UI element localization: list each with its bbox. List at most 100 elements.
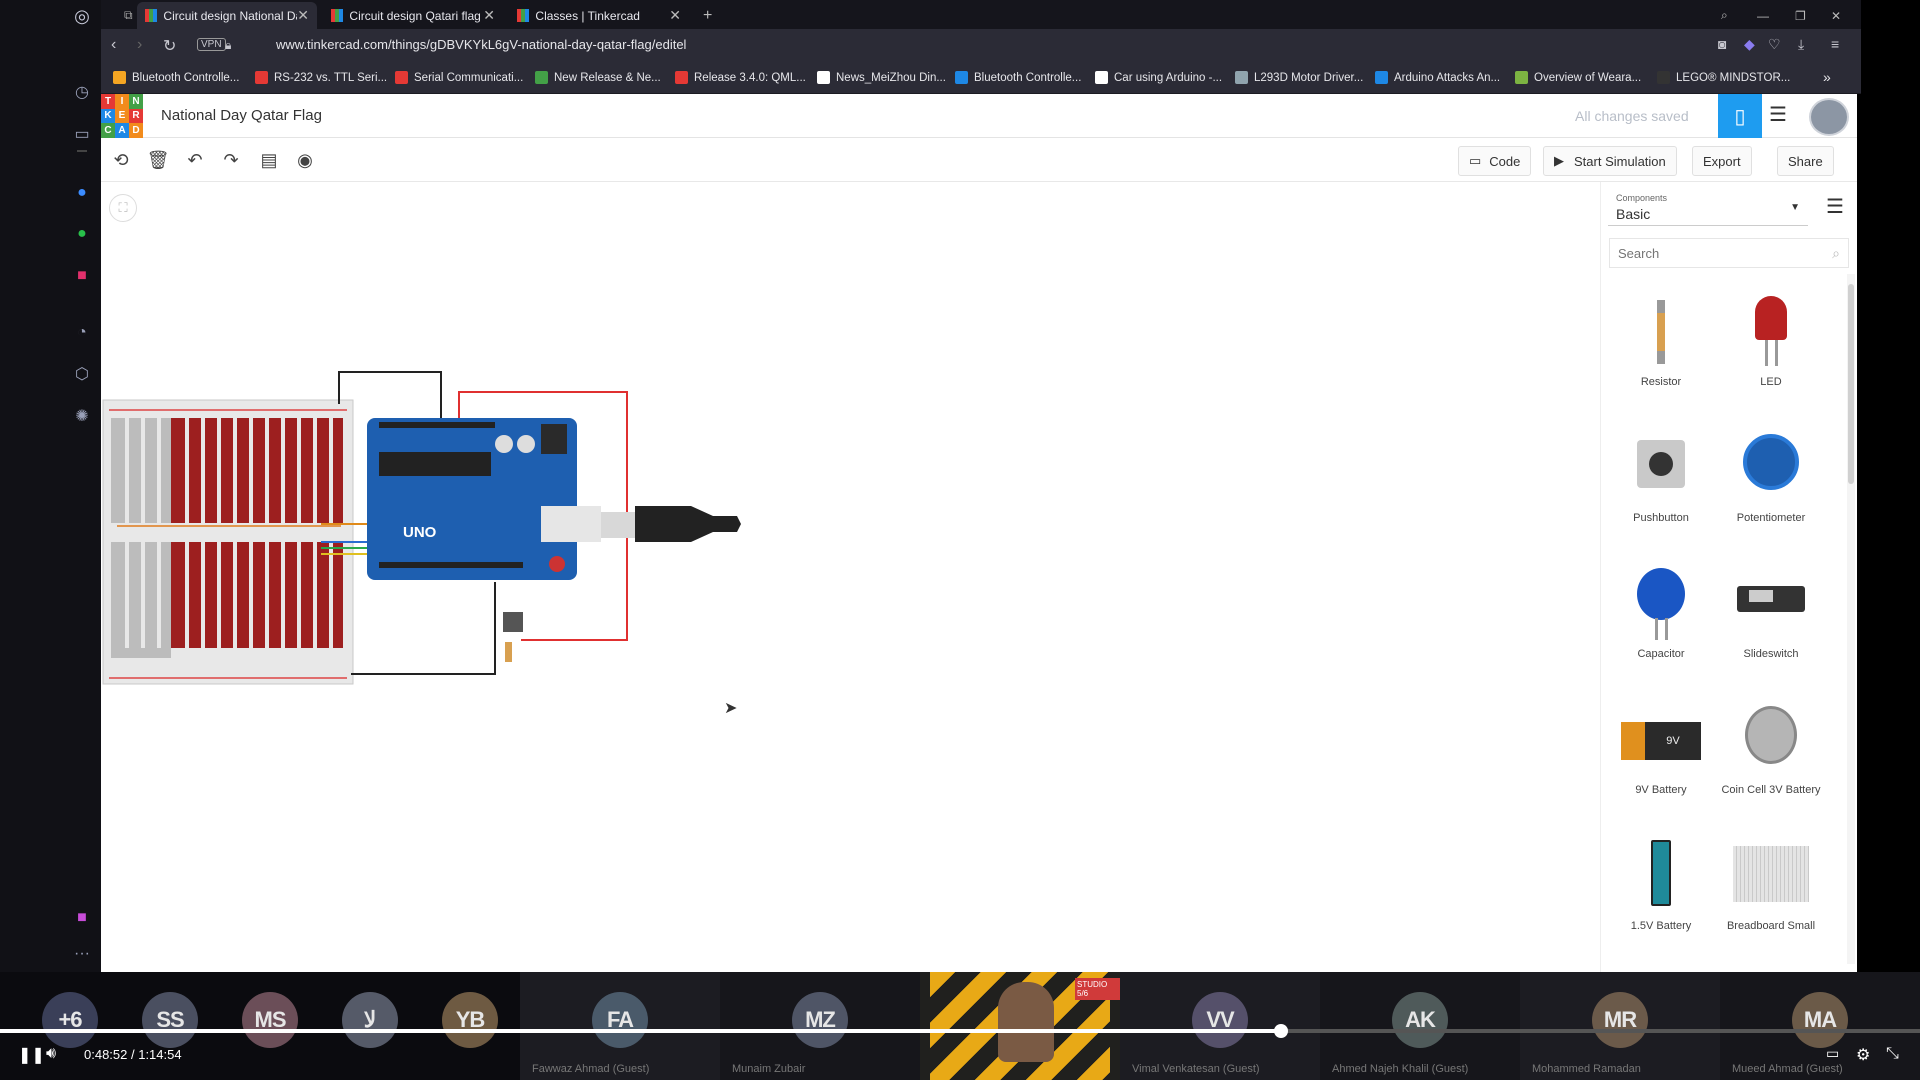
bookmark-item[interactable]: Bluetooth Controlle... — [955, 71, 1081, 84]
bookmark-item[interactable]: RS-232 vs. TTL Seri... — [255, 71, 387, 84]
tab-2[interactable]: Circuit design Qatari flag s ✕ — [323, 2, 503, 29]
participant-avatar: MA — [1792, 992, 1848, 1048]
close-icon[interactable]: ✕ — [483, 7, 495, 23]
bookmark-item[interactable]: LEGO® MINDSTOR... — [1657, 71, 1790, 84]
instagram-icon[interactable]: ■ — [77, 267, 87, 284]
close-icon[interactable]: ✕ — [669, 7, 681, 23]
user-avatar[interactable] — [1809, 98, 1849, 136]
tab-1[interactable]: Circuit design National Day ✕ — [137, 2, 317, 29]
participant-avatar: MR — [1592, 992, 1648, 1048]
component-pushbutton[interactable]: Pushbutton — [1606, 428, 1716, 525]
bookmark-favicon-icon — [1657, 71, 1670, 84]
start-simulation-button[interactable]: ▶Start Simulation — [1543, 146, 1677, 176]
bookmarks-overflow-icon[interactable]: » — [1823, 69, 1831, 85]
redo-icon[interactable]: ↷ — [223, 149, 239, 170]
video-progress-bar[interactable] — [0, 1024, 1920, 1038]
camera-icon[interactable]: ◙ — [1718, 36, 1727, 52]
url-field[interactable]: www.tinkercad.com/things/gDBVKYkL6gV-nat… — [276, 37, 687, 52]
restore-icon[interactable]: ❐ — [1795, 8, 1806, 23]
code-button[interactable]: ▭Code — [1458, 146, 1532, 176]
menu-icon[interactable]: ≡ — [1831, 36, 1840, 52]
settings-icon[interactable]: ✺ — [75, 408, 89, 425]
progress-handle[interactable] — [1273, 1024, 1288, 1038]
shield-icon[interactable]: ◆ — [1744, 36, 1755, 52]
red-wire — [458, 391, 628, 641]
workspaces-icon[interactable]: ⧉ — [124, 8, 133, 22]
share-button[interactable]: Share — [1777, 146, 1834, 176]
speed-dial-icon[interactable]: ◷ — [75, 84, 89, 101]
components-dropdown[interactable]: Components Basic ▼ — [1608, 188, 1808, 226]
close-window-icon[interactable]: ✕ — [1831, 8, 1842, 23]
participant-avatar[interactable]: لا — [342, 992, 398, 1048]
participant-avatar[interactable]: +6 — [42, 992, 98, 1048]
bookmark-item[interactable]: L293D Motor Driver... — [1235, 71, 1363, 84]
opera-logo-icon[interactable]: ◎ — [74, 5, 90, 26]
project-title[interactable]: National Day Qatar Flag — [161, 107, 322, 124]
bookmark-item[interactable]: Release 3.4.0: QML... — [675, 71, 806, 84]
participant-avatar[interactable]: MS — [242, 992, 298, 1048]
history-icon[interactable]: ◔ — [77, 324, 87, 341]
export-button[interactable]: Export — [1692, 146, 1752, 176]
ground-wire — [351, 582, 496, 675]
search-tabs-icon[interactable]: ⌕ — [1721, 8, 1728, 22]
component-breadboard-small[interactable]: Breadboard Small — [1716, 836, 1826, 933]
participant-avatar[interactable]: YB — [442, 992, 498, 1048]
search-input[interactable] — [1610, 239, 1810, 267]
component-list-view-icon[interactable]: ☰ — [1769, 104, 1787, 126]
component-9v-battery[interactable]: 9V 9V Battery — [1606, 700, 1716, 797]
forward-icon[interactable]: › — [137, 36, 143, 53]
list-view-icon[interactable]: ☰ — [1826, 196, 1844, 218]
bookmark-item[interactable]: Overview of Weara... — [1515, 71, 1641, 84]
visibility-icon[interactable]: ◉ — [297, 149, 313, 170]
tinkercad-logo[interactable]: T I N K E R C A D — [101, 94, 143, 138]
messenger-icon[interactable]: ● — [77, 184, 87, 201]
undo-icon[interactable]: ↶ — [187, 149, 203, 170]
settings-icon[interactable]: ⚙ — [1856, 1047, 1871, 1064]
component-led[interactable]: LED — [1716, 292, 1826, 389]
exit-fullscreen-icon[interactable]: ⤡ — [1886, 1045, 1899, 1062]
back-icon[interactable]: ‹ — [111, 36, 117, 53]
mouse-cursor-icon: ➤ — [724, 700, 738, 717]
participant-avatar[interactable]: SS — [142, 992, 198, 1048]
captions-icon[interactable]: ▭ — [1826, 1045, 1840, 1061]
save-status: All changes saved — [1575, 108, 1689, 124]
rotate-icon[interactable]: ⟲ — [113, 149, 129, 170]
fit-view-icon[interactable]: ⛶ — [109, 194, 137, 222]
bookmark-item[interactable]: Car using Arduino -... — [1095, 71, 1222, 84]
circuit-canvas[interactable]: ⛶ — [101, 182, 1597, 972]
meeting-participants-strip: +6 SS MS لا YB FA Fawwaz Ahmad (Guest) M… — [0, 972, 1920, 1080]
search-icon[interactable]: ⌕ — [1832, 245, 1840, 261]
cube-icon[interactable]: ⬡ — [75, 366, 89, 383]
download-icon[interactable]: ⤓ — [1798, 36, 1805, 52]
presenter-video-tile[interactable]: STUDIO 5/6 — [920, 972, 1120, 1080]
heart-icon[interactable]: ♡ — [1768, 36, 1781, 52]
bookmark-item[interactable]: Bluetooth Controlle... — [113, 71, 239, 84]
circuit-drawing[interactable]: UNO — [101, 312, 861, 772]
component-1-5v-battery[interactable]: 1.5V Battery — [1606, 836, 1716, 933]
component-potentiometer[interactable]: Potentiometer — [1716, 428, 1826, 525]
panel-scrollbar[interactable] — [1847, 274, 1855, 964]
whatsapp-icon[interactable]: ● — [77, 225, 87, 242]
new-tab-icon[interactable]: + — [703, 6, 713, 24]
bookmark-item[interactable]: Serial Communicati... — [395, 71, 523, 84]
volume-icon[interactable]: 🔊︎ — [46, 1045, 57, 1062]
component-slideswitch[interactable]: Slideswitch — [1716, 564, 1826, 661]
component-resistor[interactable]: Resistor — [1606, 292, 1716, 389]
close-icon[interactable]: ✕ — [297, 7, 309, 23]
minimize-icon[interactable]: — — [1757, 8, 1769, 23]
tab-3[interactable]: Classes | Tinkercad ✕ — [509, 2, 689, 29]
extension-icon[interactable]: ■ — [77, 909, 87, 926]
bookmark-item[interactable]: Arduino Attacks An... — [1375, 71, 1500, 84]
pause-icon[interactable]: ❚❚ — [18, 1047, 45, 1064]
vpn-badge[interactable]: VPN — [197, 38, 226, 51]
circuit-view-icon[interactable]: ▯ — [1718, 94, 1762, 138]
notes-icon[interactable]: ▤ — [260, 149, 278, 170]
bag-icon[interactable]: ▭ — [74, 126, 90, 143]
component-capacitor[interactable]: Capacitor — [1606, 564, 1716, 661]
bookmark-item[interactable]: News_MeiZhou Din... — [817, 71, 946, 84]
more-icon[interactable]: ··· — [74, 945, 90, 962]
bookmark-item[interactable]: New Release & Ne... — [535, 71, 661, 84]
delete-icon[interactable]: 🗑︎ — [146, 149, 170, 170]
component-coin-cell-battery[interactable]: Coin Cell 3V Battery — [1716, 700, 1826, 797]
reload-icon[interactable]: ↻ — [163, 38, 177, 55]
